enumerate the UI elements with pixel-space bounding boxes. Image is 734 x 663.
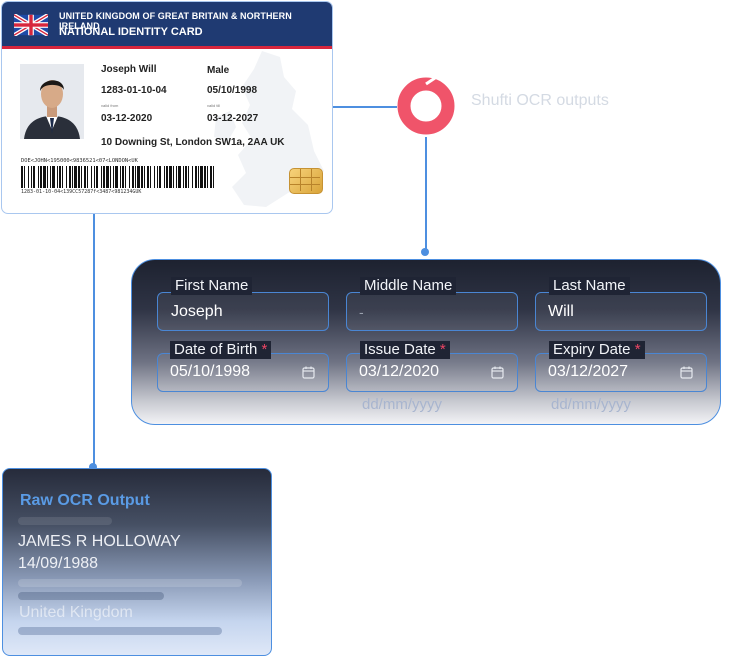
issue-date-value: 03/12/2020 (359, 363, 440, 380)
last-name-label: Last Name (549, 277, 630, 295)
first-name-field[interactable] (157, 292, 329, 331)
raw-ocr-line-country: United Kingdom (19, 604, 133, 621)
raw-ocr-placeholder-bar (18, 579, 242, 587)
date-of-birth-required-mark: * (261, 341, 268, 358)
date-of-birth-label: Date of Birth * (170, 341, 272, 359)
raw-ocr-placeholder-bar (18, 592, 164, 600)
id-mrz-line-1: DOE<JOHN<195000<9836521<07<LONDON<UK (21, 158, 138, 164)
expiry-date-format-hint: dd/mm/yyyy (551, 396, 632, 413)
first-name-label: First Name (171, 277, 253, 295)
connector-card-to-ring (333, 106, 397, 108)
issue-date-format-hint: dd/mm/yyyy (362, 396, 443, 413)
calendar-icon[interactable] (680, 366, 693, 379)
raw-ocr-placeholder-bar (18, 517, 112, 525)
id-card-header: UNITED KINGDOM OF GREAT BRITAIN & NORTHE… (2, 2, 332, 49)
connector-dot-raw (89, 463, 97, 471)
date-of-birth-field[interactable] (157, 353, 329, 392)
id-sex: Male (207, 65, 230, 76)
expiry-date-value: 03/12/2027 (548, 363, 629, 380)
issue-date-label: Issue Date * (360, 341, 450, 359)
connector-card-to-raw (93, 214, 95, 467)
id-mrz-line-2: 1283-01-10-04<139CC57287f<3487<981234GUK (21, 189, 142, 195)
id-photo (20, 64, 84, 139)
first-name-label-text: First Name (175, 277, 249, 294)
raw-ocr-card (2, 468, 272, 656)
date-of-birth-label-text: Date of Birth (174, 341, 258, 358)
expiry-date-label: Expiry Date * (549, 341, 645, 359)
id-country-name: UNITED KINGDOM OF GREAT BRITAIN & NORTHE… (59, 11, 292, 31)
issue-date-required-mark: * (439, 341, 446, 358)
raw-ocr-title: Raw OCR Output (20, 492, 150, 509)
last-name-field[interactable] (535, 292, 707, 331)
barcode-icon (21, 166, 214, 188)
calendar-icon[interactable] (491, 366, 504, 379)
issue-date-field[interactable] (346, 353, 518, 392)
id-holder-name: Joseph Will (101, 64, 157, 75)
connector-ring-to-form (425, 137, 427, 252)
calendar-icon[interactable] (302, 366, 315, 379)
middle-name-field[interactable] (346, 292, 518, 331)
shufti-ring-icon (397, 76, 455, 135)
last-name-value: Will (548, 303, 574, 320)
id-address: 10 Downing St, London SW1a, 2AA UK (101, 137, 285, 148)
uk-flag-icon (14, 14, 48, 36)
issue-date-label-text: Issue Date (364, 341, 436, 358)
expiry-date-field[interactable] (535, 353, 707, 392)
connector-dot-form (421, 248, 429, 256)
national-id-card: UNITED KINGDOM OF GREAT BRITAIN & NORTHE… (1, 1, 333, 214)
middle-name-label-text: Middle Name (364, 277, 453, 294)
shufti-ocr-label: Shufti OCR outputs (471, 92, 609, 109)
last-name-label-text: Last Name (553, 277, 626, 294)
date-of-birth-value: 05/10/1998 (170, 363, 251, 380)
id-card-type: NATIONAL IDENTITY CARD (59, 26, 203, 38)
id-date-of-birth: 05/10/1998 (207, 85, 258, 96)
id-valid-till: 03-12-2027 (207, 113, 259, 124)
first-name-value: Joseph (171, 303, 223, 320)
id-valid-from: 03-12-2020 (101, 113, 153, 124)
middle-name-value: - (359, 304, 364, 320)
raw-ocr-placeholder-bar (18, 627, 222, 635)
raw-ocr-line-date: 14/09/1988 (18, 555, 99, 572)
sim-chip-icon (289, 168, 323, 194)
person-photo-icon (20, 64, 84, 139)
raw-ocr-line-name: JAMES R HOLLOWAY (18, 533, 181, 550)
expiry-date-required-mark: * (634, 341, 641, 358)
id-document-number: 1283-01-10-04 (101, 85, 167, 96)
middle-name-label: Middle Name (360, 277, 457, 295)
expiry-date-label-text: Expiry Date (553, 341, 631, 358)
id-valid-till-label: valid till (207, 103, 221, 108)
id-valid-from-label: valid from (101, 103, 119, 108)
